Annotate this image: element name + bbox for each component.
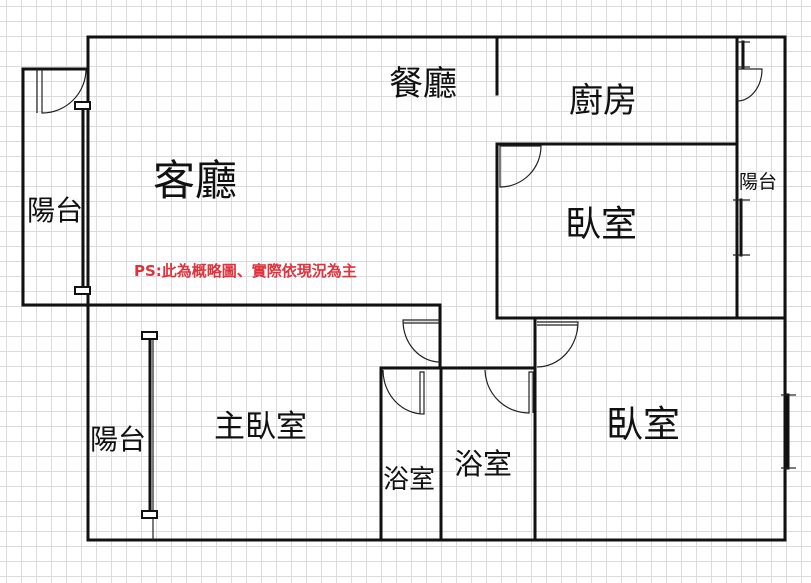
room-label-kitchen: 廚房 xyxy=(569,81,637,121)
room-label-balcony-master: 陽台 xyxy=(90,423,146,456)
room-label-bathroom-small: 浴室 xyxy=(383,465,435,495)
room-label-master-bedroom: 主臥室 xyxy=(214,409,307,445)
windows xyxy=(74,40,796,519)
walls xyxy=(21,35,787,542)
room-labels: 餐廳 廚房 客廳 陽台 臥室 陽台 主臥室 陽台 浴室 浴室 臥室 PS:此為概… xyxy=(27,64,777,495)
room-label-bathroom: 浴室 xyxy=(454,447,512,481)
room-label-living: 客廳 xyxy=(153,156,237,205)
doors xyxy=(36,68,763,415)
disclaimer-note: PS:此為概略圖、實際依現況為主 xyxy=(134,262,357,280)
room-label-bedroom-upper: 臥室 xyxy=(565,204,637,245)
room-label-balcony-right: 陽台 xyxy=(739,171,777,193)
room-label-balcony-left: 陽台 xyxy=(27,194,83,227)
room-label-dining: 餐廳 xyxy=(389,64,457,104)
room-label-bedroom-lower: 臥室 xyxy=(606,403,680,446)
